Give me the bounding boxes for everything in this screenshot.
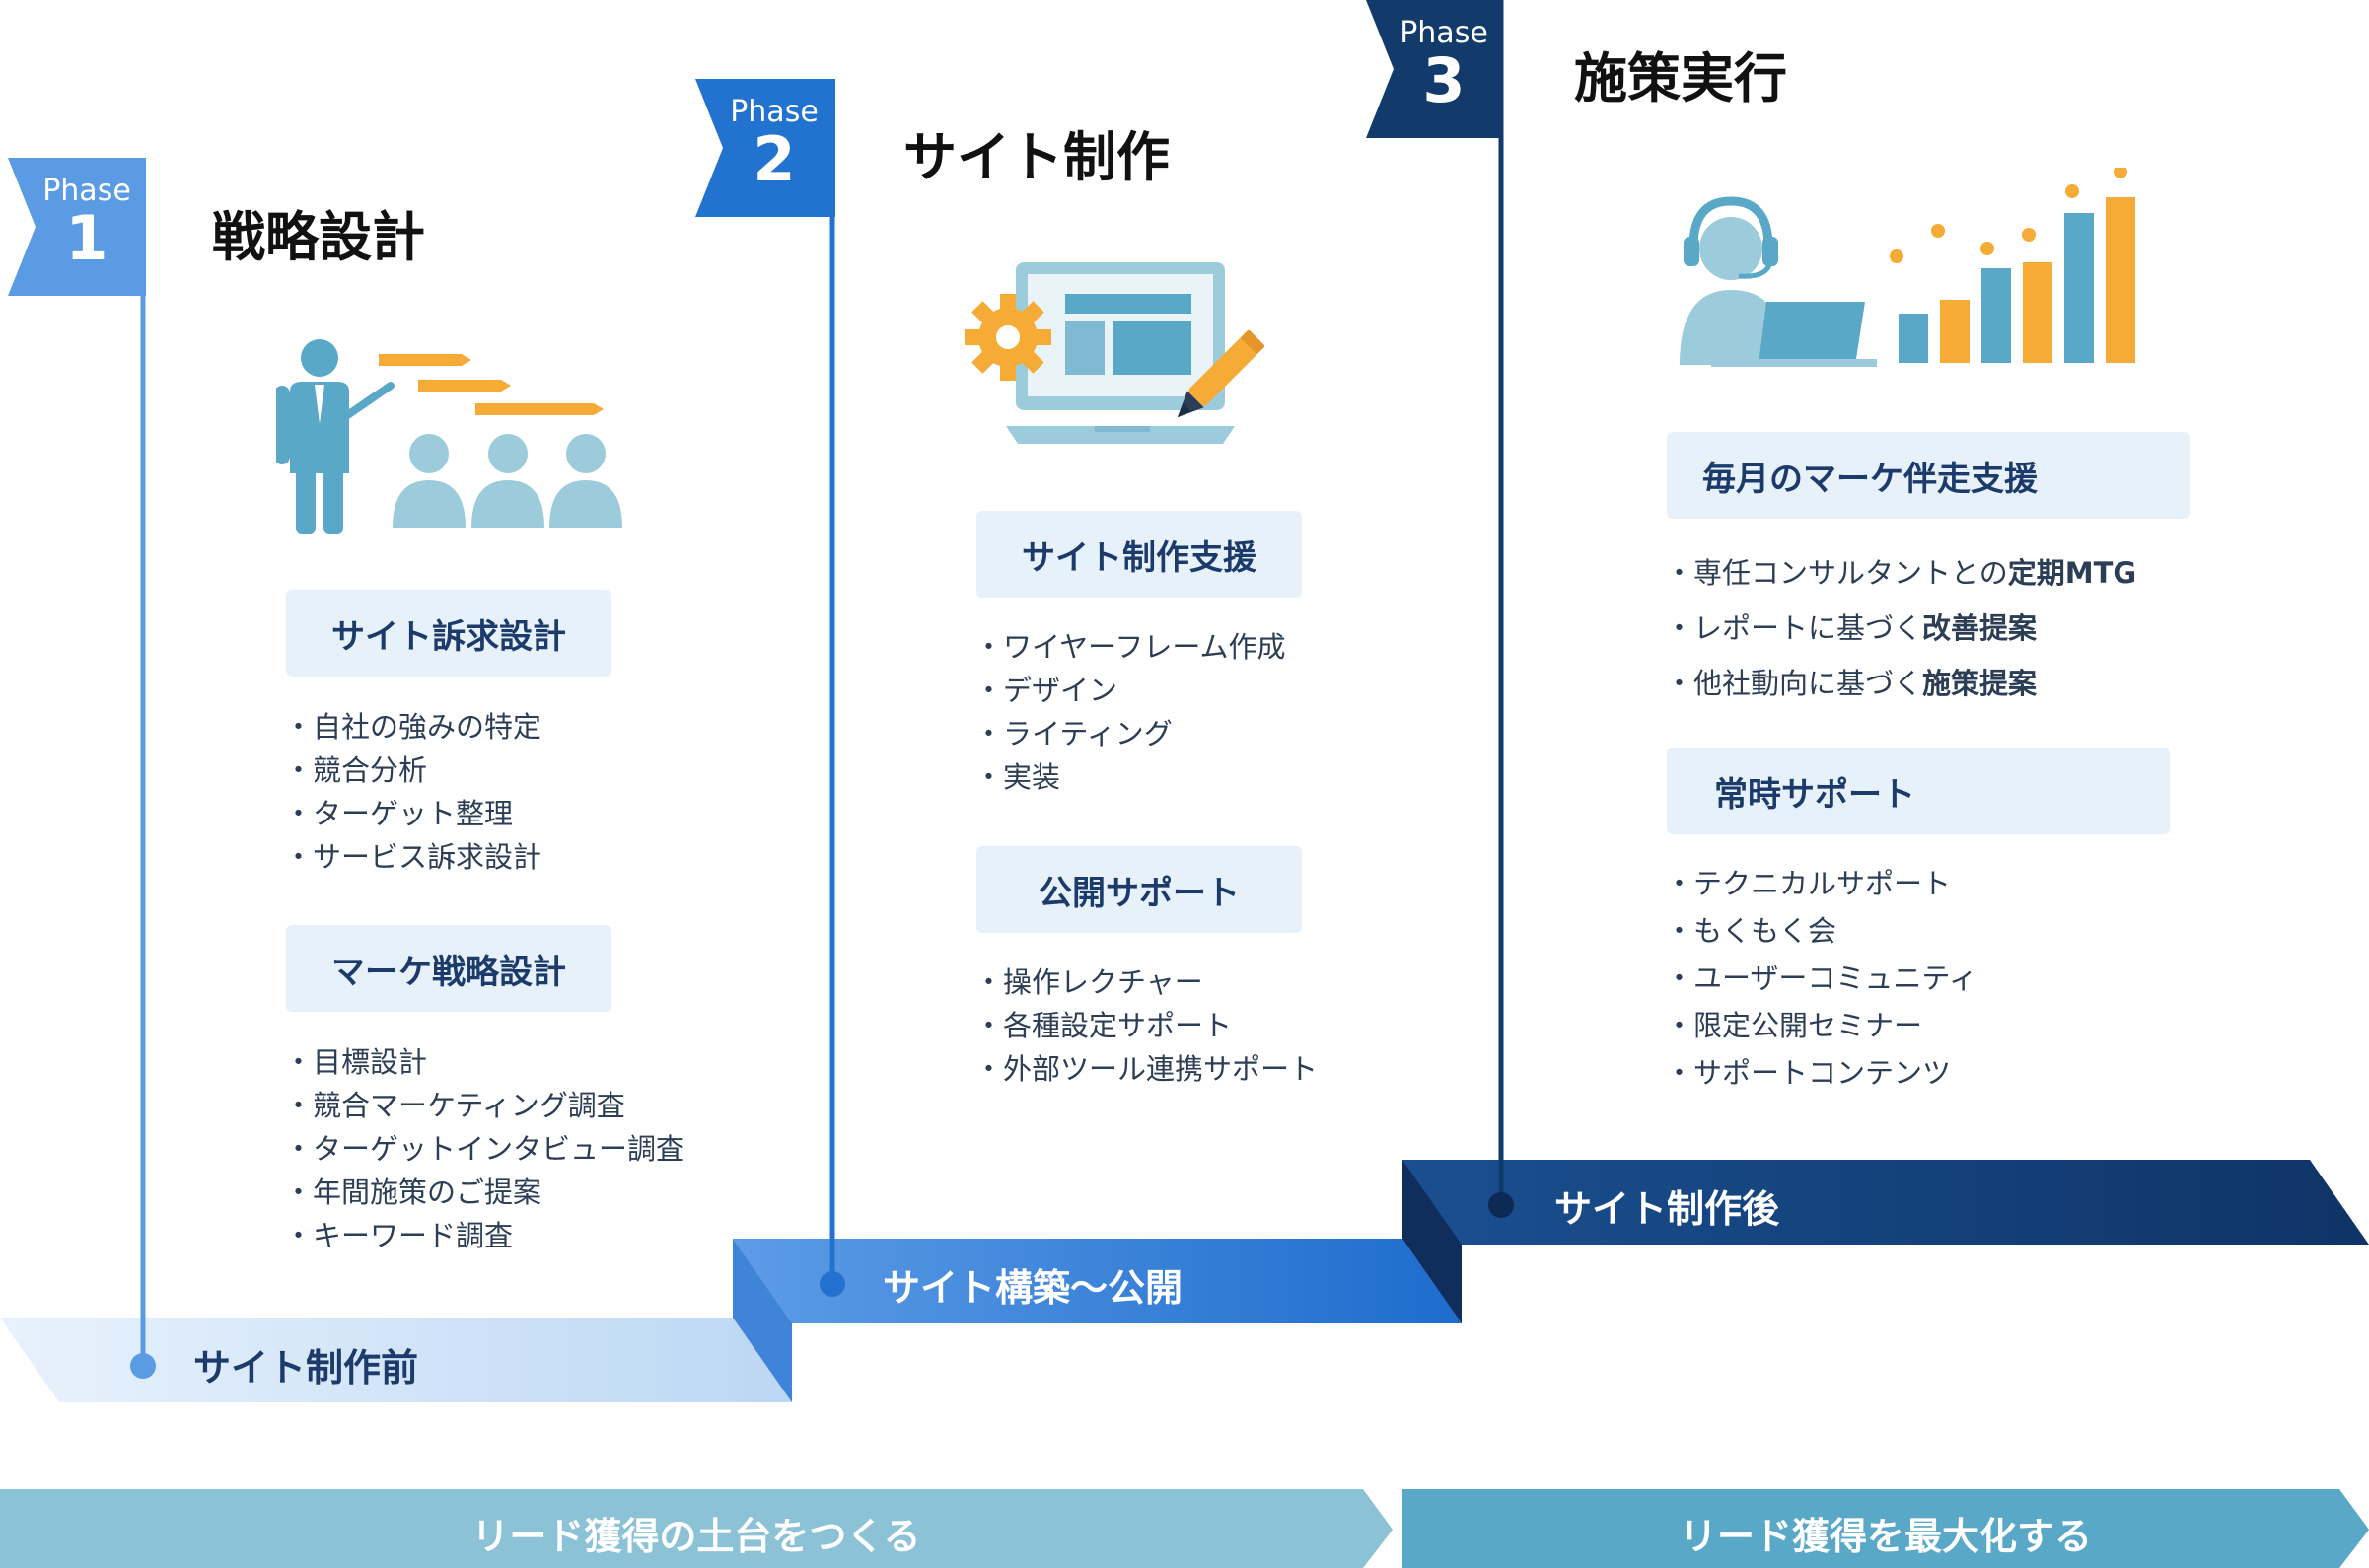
list-item: ユーザーコミュニティ	[1665, 955, 1977, 1002]
step-3-label: サイト制作後	[1554, 1187, 1780, 1231]
list-item: 自社の強みの特定	[284, 705, 541, 748]
bottom-banner-right	[1402, 1489, 2369, 1568]
list-item: 競合分析	[284, 748, 541, 792]
phase-1-section-1-heading: サイト訴求設計	[286, 590, 611, 677]
phase-2-section-1-heading: サイト制作支援	[976, 511, 1302, 598]
phase-3-section-2-list: テクニカルサポート もくもく会 ユーザーコミュニティ 限定公開セミナー サポート…	[1665, 860, 1977, 1097]
phase-1-flag	[8, 158, 146, 296]
list-item: サービス訴求設計	[284, 835, 541, 879]
list-item: 年間施策のご提案	[284, 1171, 684, 1214]
list-item: ターゲット整理	[284, 792, 541, 835]
phase-1-section-1-list: 自社の強みの特定 競合分析 ターゲット整理 サービス訴求設計	[284, 705, 541, 879]
list-item: もくもく会	[1665, 907, 1977, 955]
phase-word: Phase	[42, 174, 131, 208]
phase-number: 2	[753, 123, 796, 195]
step-2-side-left	[733, 1239, 792, 1402]
list-item: 操作レクチャー	[974, 961, 1318, 1004]
step-2-bar	[733, 1239, 1462, 1323]
phase-3-flag	[1366, 0, 1503, 138]
phase-2-flag-label: Phase 2	[725, 95, 824, 190]
list-item: テクニカルサポート	[1665, 860, 1977, 907]
list-item: ターゲットインタビュー調査	[284, 1127, 684, 1171]
phase-number: 3	[1422, 44, 1466, 116]
step-3-side	[1402, 1160, 1462, 1323]
bottom-banner-right-label: リード獲得を最大化する	[1679, 1515, 2092, 1558]
list-item: デザイン	[974, 669, 1286, 712]
list-item: 実装	[974, 755, 1286, 799]
list-item: ワイヤーフレーム作成	[974, 625, 1286, 669]
phase-1-section-2-list: 目標設計 競合マーケティング調査 ターゲットインタビュー調査 年間施策のご提案 …	[284, 1040, 684, 1257]
step-1-bar	[0, 1318, 792, 1402]
phase-3-section-1-list: 専任コンサルタントとの定期MTG レポートに基づく改善提案 他社動向に基づく施策…	[1665, 545, 2136, 711]
phase-2-section-1-list: ワイヤーフレーム作成 デザイン ライティング 実装	[974, 625, 1286, 799]
phase-1-dot	[130, 1353, 156, 1379]
support-growth-icon	[1680, 168, 2135, 367]
list-item: 競合マーケティング調査	[284, 1084, 684, 1127]
phase-1-flag-label: Phase 1	[37, 174, 136, 269]
presenter-audience-icon	[276, 339, 622, 534]
phase-1-title: 戦略設計	[212, 206, 425, 268]
phase-2-section-2-list: 操作レクチャー 各種設定サポート 外部ツール連携サポート	[974, 961, 1318, 1091]
web-design-icon	[965, 262, 1265, 444]
bottom-banner-left-label: リード獲得の土台をつくる	[471, 1515, 921, 1558]
bottom-banner-left	[0, 1489, 1393, 1568]
phase-word: Phase	[1400, 16, 1488, 50]
phase-2-title: サイト制作	[903, 126, 1170, 188]
list-item: 外部ツール連携サポート	[974, 1047, 1318, 1091]
list-item: 各種設定サポート	[974, 1004, 1318, 1047]
step-3-bar	[1402, 1160, 2369, 1245]
list-item: キーワード調査	[284, 1214, 684, 1257]
list-item: サポートコンテンツ	[1665, 1049, 1977, 1097]
list-item: 他社動向に基づく施策提案	[1665, 656, 2136, 711]
list-item: 専任コンサルタントとの定期MTG	[1665, 545, 2136, 601]
step-1-label: サイト制作前	[193, 1346, 419, 1390]
list-item: 限定公開セミナー	[1665, 1002, 1977, 1049]
phase-3-section-2-heading: 常時サポート	[1667, 748, 2170, 834]
list-item: レポートに基づく改善提案	[1665, 601, 2136, 656]
phase-3-flag-label: Phase 3	[1395, 16, 1493, 111]
list-item: 目標設計	[284, 1040, 684, 1084]
phase-2-dot	[820, 1271, 845, 1297]
phase-word: Phase	[730, 95, 819, 129]
phase-3-dot	[1488, 1192, 1514, 1218]
phase-1-section-2-heading: マーケ戦略設計	[286, 925, 611, 1012]
phase-3-title: 施策実行	[1574, 47, 1787, 109]
phase-2-flag	[695, 79, 835, 217]
phase-number: 1	[65, 202, 108, 274]
step-2-label: サイト構築〜公開	[883, 1266, 1184, 1310]
phase-2-section-2-heading: 公開サポート	[976, 846, 1302, 933]
phase-3-section-1-heading: 毎月のマーケ伴走支援	[1667, 432, 2190, 519]
list-item: ライティング	[974, 712, 1286, 755]
